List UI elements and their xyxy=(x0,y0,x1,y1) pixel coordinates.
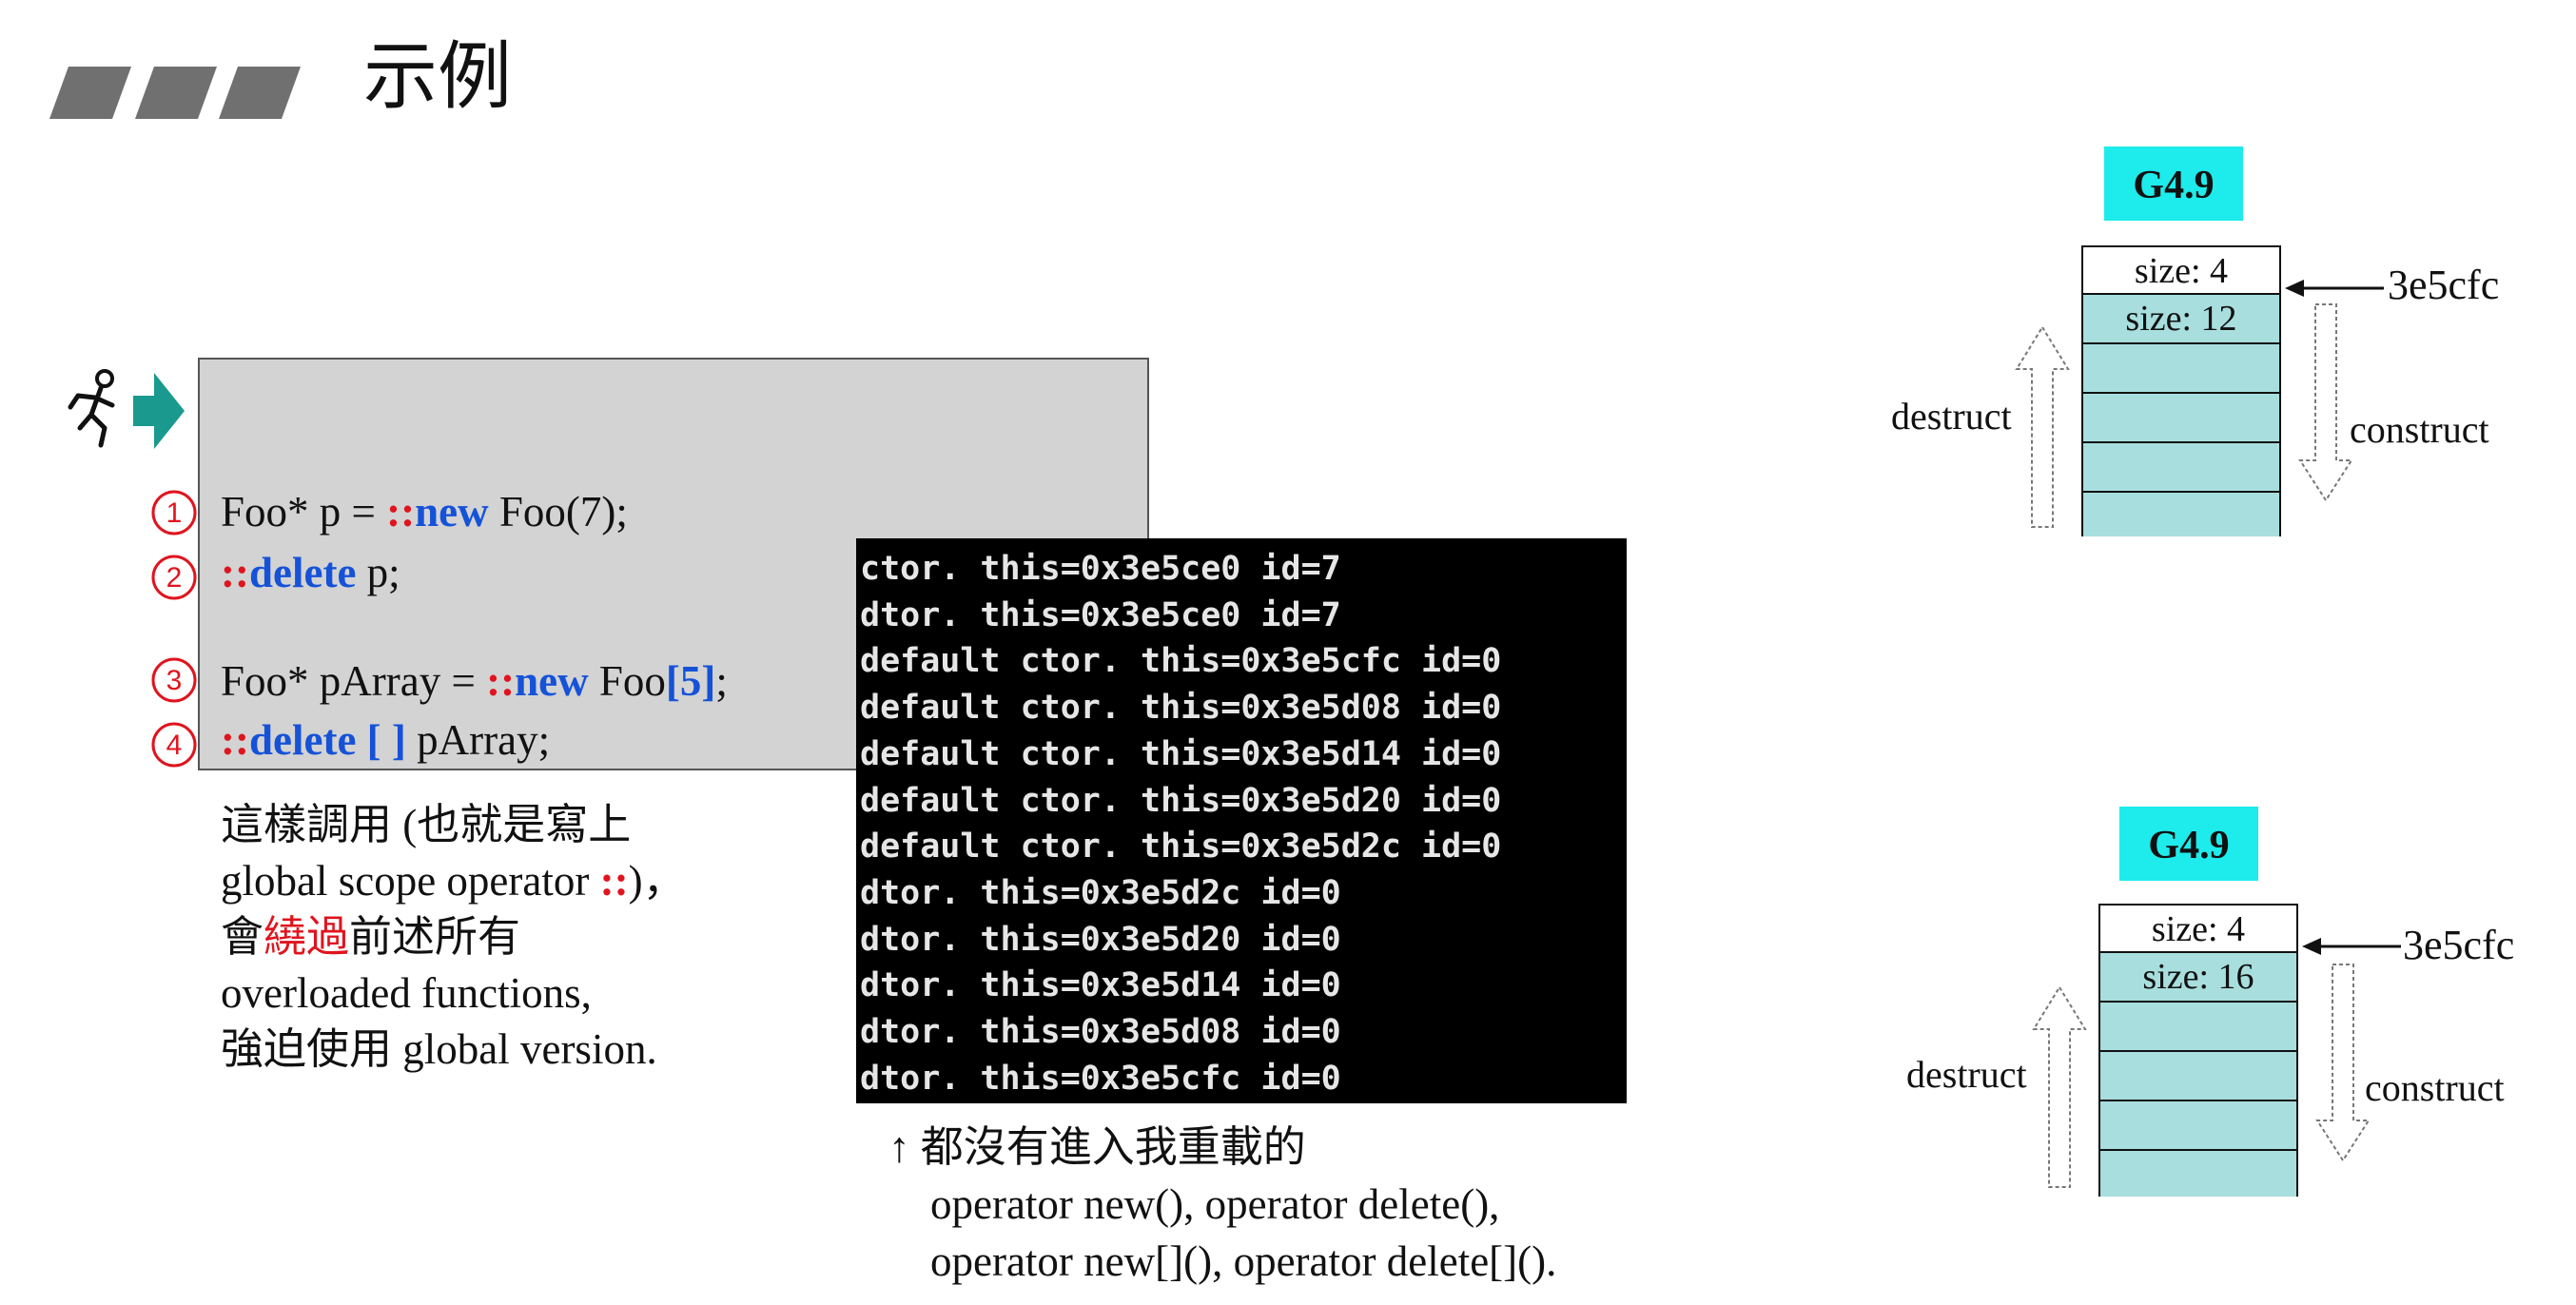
explanation-line: overloaded functions, xyxy=(221,969,592,1017)
memory-cell xyxy=(2100,1050,2296,1101)
highlight-text: 繞過 xyxy=(263,913,350,961)
array-bracket: [5] xyxy=(665,657,716,705)
marker-4-icon: 4 xyxy=(151,722,197,768)
console-line: dtor. this=0x3e5d20 id=0 xyxy=(860,920,1341,959)
code-text: ; xyxy=(715,657,728,705)
note-line: operator new(), operator delete(), xyxy=(930,1180,1500,1228)
construct-down-arrow-icon xyxy=(2315,964,2371,1162)
construct-label: construct xyxy=(2365,1066,2505,1109)
teal-arrow-icon xyxy=(133,373,185,449)
console-line: default ctor. this=0x3e5d20 id=0 xyxy=(860,781,1502,820)
console-output: ctor. this=0x3e5ce0 id=7 dtor. this=0x3e… xyxy=(856,538,1627,1103)
array-bracket: [ ] xyxy=(356,716,406,764)
note-line: ↑ 都沒有進入我重載的 xyxy=(888,1119,1556,1176)
marker-1-icon: 1 xyxy=(151,490,197,536)
keyword: new xyxy=(415,488,489,536)
scope-operator: :: xyxy=(599,857,629,905)
code-text: Foo xyxy=(588,657,666,705)
marker-3-icon: 3 xyxy=(151,657,197,703)
cell-label: size: 4 xyxy=(2151,909,2246,949)
marker-4-label: 4 xyxy=(166,730,183,761)
code-text: Foo* pArray = xyxy=(221,657,487,705)
construct-down-arrow-icon xyxy=(2298,303,2353,502)
explanation-text-part: 會 xyxy=(221,913,264,961)
pointer-arrow-icon xyxy=(2285,280,2384,297)
console-line: ctor. this=0x3e5ce0 id=7 xyxy=(860,550,1341,588)
title-bars-decoration xyxy=(49,67,301,119)
version-tag: G4.9 xyxy=(2104,146,2243,221)
keyword: delete xyxy=(248,716,357,764)
keyword: delete xyxy=(248,549,357,596)
code-line-2: ::delete p; xyxy=(221,552,400,594)
memory-cell-size: size: 12 xyxy=(2083,293,2279,344)
console-line: dtor. this=0x3e5d2c id=0 xyxy=(860,873,1341,912)
console-line: dtor. this=0x3e5d14 id=0 xyxy=(860,966,1341,1005)
code-text: p; xyxy=(356,549,400,596)
construct-label: construct xyxy=(2350,408,2489,451)
note-text: 都沒有進入我重載的 xyxy=(920,1123,1306,1171)
explanation-text-part: global scope operator xyxy=(221,857,600,905)
destruct-up-arrow-icon xyxy=(2015,325,2070,528)
code-line-3: Foo* pArray = ::new Foo[5]; xyxy=(221,660,728,703)
console-line: default ctor. this=0x3e5cfc id=0 xyxy=(860,642,1502,681)
up-arrow-icon: ↑ xyxy=(888,1123,910,1171)
runner-icon xyxy=(68,369,115,448)
memory-block-diagram: size: 4 size: 16 xyxy=(2098,904,2298,1197)
explanation-text-part: )， xyxy=(628,857,686,905)
console-line: dtor. this=0x3e5d08 id=0 xyxy=(860,1013,1341,1052)
memory-cell xyxy=(2083,342,2279,394)
memory-block-diagram: size: 4 size: 12 xyxy=(2081,245,2281,536)
code-text: pArray; xyxy=(405,716,551,764)
scope-operator: :: xyxy=(486,657,516,705)
memory-cell xyxy=(2083,392,2279,443)
explanation-text: 這樣調用 (也就是寫上 global scope operator ::)， 會… xyxy=(221,797,686,1078)
address-label: 3e5cfc xyxy=(2388,262,2500,308)
code-text: Foo(7); xyxy=(488,488,628,536)
destruct-up-arrow-icon xyxy=(2032,985,2087,1188)
scope-operator: :: xyxy=(221,716,249,764)
scope-operator: :: xyxy=(221,549,249,596)
explanation-text-part: 前述所有 xyxy=(349,913,521,961)
explanation-line: global scope operator ::)， xyxy=(221,853,686,909)
destruct-label: destruct xyxy=(1906,1053,2027,1096)
explanation-line: 這樣調用 (也就是寫上 xyxy=(221,801,632,848)
memory-cell xyxy=(2083,441,2279,493)
console-line: dtor. this=0x3e5cfc id=0 xyxy=(860,1059,1341,1098)
marker-2-label: 2 xyxy=(166,562,183,594)
destruct-label: destruct xyxy=(1891,395,2012,438)
console-line: default ctor. this=0x3e5d2c id=0 xyxy=(860,828,1502,867)
marker-3-label: 3 xyxy=(166,665,183,696)
memory-cell xyxy=(2100,1001,2296,1052)
console-line: default ctor. this=0x3e5d08 id=0 xyxy=(860,689,1502,728)
console-line: default ctor. this=0x3e5d14 id=0 xyxy=(860,734,1502,773)
page-title: 示例 xyxy=(363,34,513,120)
console-note: ↑ 都沒有進入我重載的 operator new(), operator del… xyxy=(888,1119,1556,1290)
explanation-line: 會繞過前述所有 xyxy=(221,909,686,965)
address-label: 3e5cfc xyxy=(2403,922,2515,968)
explanation-line: 強迫使用 global version. xyxy=(221,1025,657,1073)
cell-label: size: 16 xyxy=(2142,957,2254,997)
pointer-arrow-icon xyxy=(2302,938,2401,955)
cell-label: size: 4 xyxy=(2134,251,2229,291)
console-line: dtor. this=0x3e5ce0 id=7 xyxy=(860,595,1341,634)
cell-label: size: 12 xyxy=(2125,299,2237,339)
memory-cell-size: size: 16 xyxy=(2100,951,2296,1003)
marker-2-icon: 2 xyxy=(151,555,197,600)
note-line: operator new[](), operator delete[](). xyxy=(930,1237,1557,1285)
keyword: new xyxy=(515,657,589,705)
memory-cell-header: size: 4 xyxy=(2100,906,2296,951)
code-line-1: Foo* p = ::new Foo(7); xyxy=(221,491,628,534)
memory-cell xyxy=(2083,491,2279,536)
version-tag: G4.9 xyxy=(2119,807,2258,881)
memory-cell-header: size: 4 xyxy=(2083,247,2279,293)
code-line-4: ::delete [ ] pArray; xyxy=(221,719,550,762)
memory-cell xyxy=(2100,1100,2296,1151)
memory-cell xyxy=(2100,1149,2296,1197)
code-text: Foo* p = xyxy=(221,488,387,536)
scope-operator: :: xyxy=(386,488,416,536)
marker-1-label: 1 xyxy=(166,497,183,529)
